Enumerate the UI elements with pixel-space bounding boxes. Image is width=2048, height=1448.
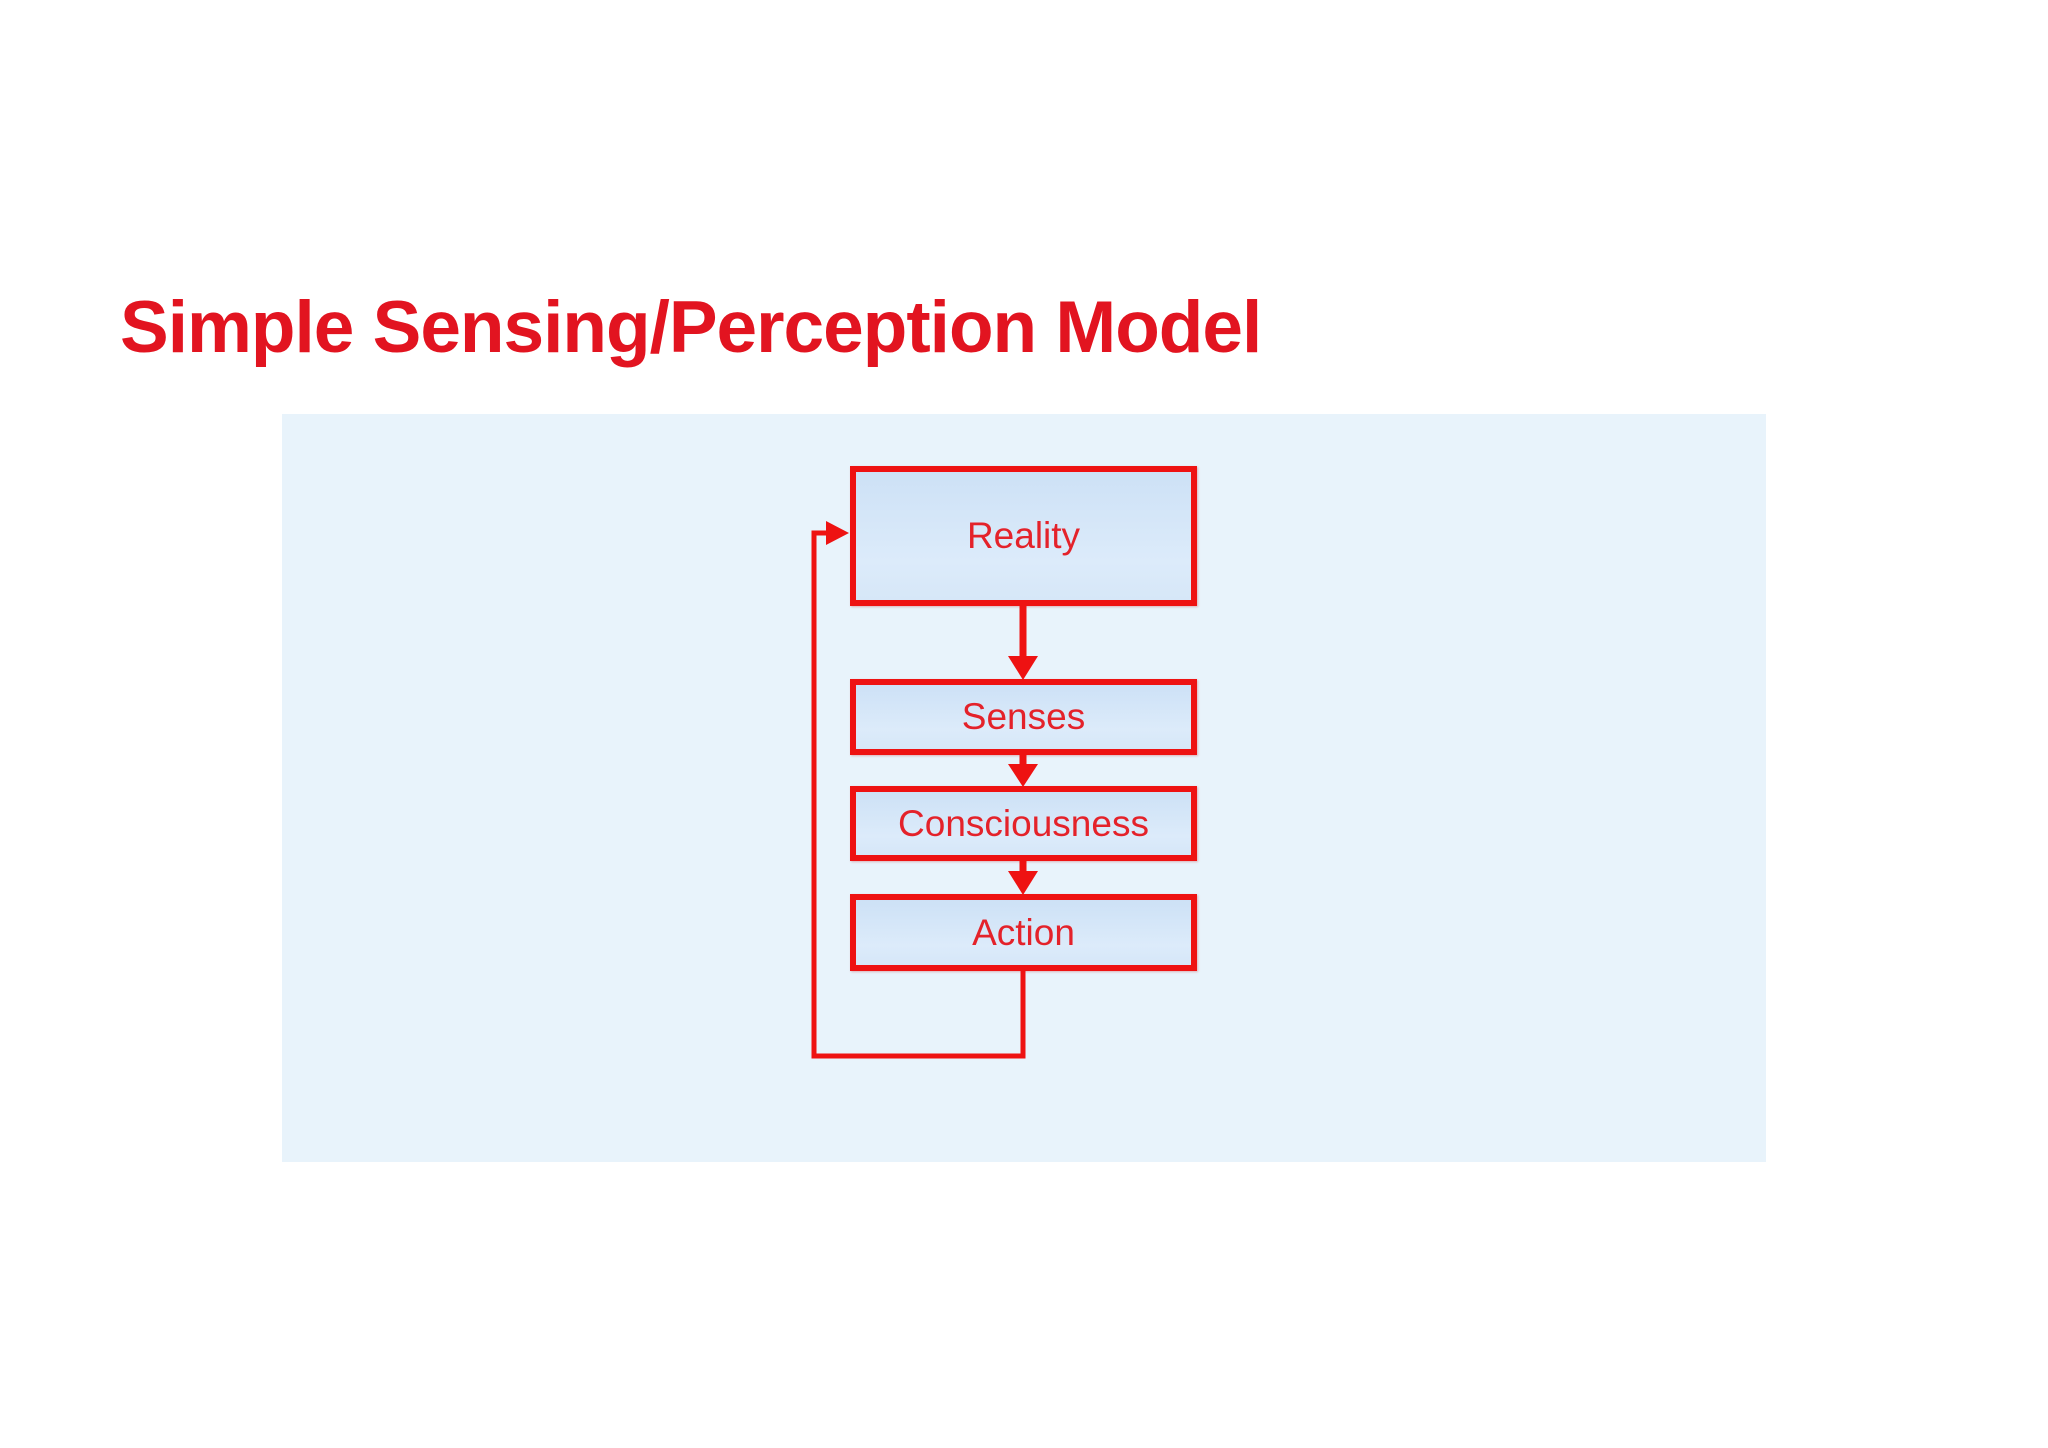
node-action: Action — [850, 894, 1197, 971]
diagram-panel: Reality Senses Consciousness Action — [282, 414, 1766, 1162]
arrow-reality-to-senses-icon — [1008, 606, 1038, 680]
node-action-label: Action — [972, 911, 1075, 953]
arrow-senses-to-consciousness-icon — [1008, 755, 1038, 787]
node-reality: Reality — [850, 466, 1197, 606]
node-senses-label: Senses — [961, 696, 1086, 737]
node-consciousness-label: Consciousness — [898, 802, 1149, 844]
node-consciousness: Consciousness — [850, 786, 1197, 861]
node-reality-label: Reality — [966, 515, 1081, 556]
node-senses: Senses — [850, 679, 1197, 755]
page-title: Simple Sensing/Perception Model — [120, 287, 1262, 368]
arrow-consciousness-to-action-icon — [1008, 861, 1038, 895]
